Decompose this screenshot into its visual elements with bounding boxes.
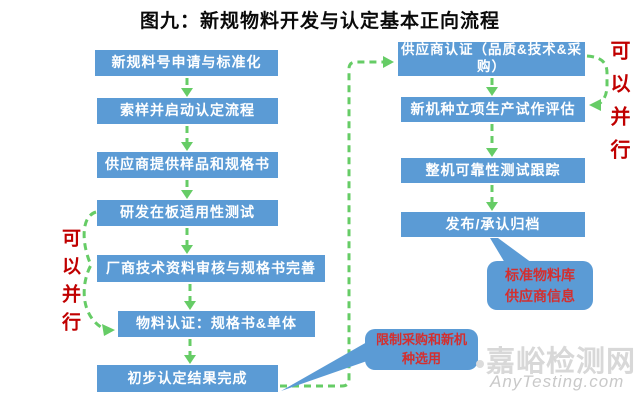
step-material-certification: 物料认证：规格书&单体	[118, 311, 315, 337]
step-supplier-certification: 供应商认证（品质&技术&采 购）	[398, 42, 585, 76]
step-new-model-trial-production: 新机种立项生产试作评估	[401, 97, 585, 122]
parallel-label-left: 可以并行	[59, 228, 80, 340]
watermark-name: 嘉峪检测网	[486, 346, 637, 378]
watermark-dot	[476, 360, 484, 368]
step-rd-onboard-test: 研发在板适用性测试	[97, 200, 278, 226]
parallel-label-right: 可以并行	[607, 40, 629, 172]
callout-restrict-note: 限制采购和新机 种选用	[365, 329, 478, 370]
step-supplier-samples-specs: 供应商提供样品和规格书	[97, 152, 278, 178]
step-vendor-doc-review: 厂商技术资料审核与规格书完善	[97, 255, 325, 282]
step-reliability-tracking: 整机可靠性测试跟踪	[401, 158, 585, 183]
step-preliminary-result: 初步认定结果完成	[97, 365, 278, 392]
step-sample-request: 索样并启动认定流程	[97, 98, 278, 124]
step-new-code-application: 新规料号申请与标准化	[95, 50, 278, 76]
callout-standard-library-note: 标准物料库 供应商信息	[487, 261, 593, 310]
figure-title: 图九：新规物料开发与认定基本正向流程	[139, 11, 500, 32]
step-release-archive: 发布/承认归档	[401, 212, 585, 237]
watermark-site: AnyTesting.com	[490, 372, 625, 391]
